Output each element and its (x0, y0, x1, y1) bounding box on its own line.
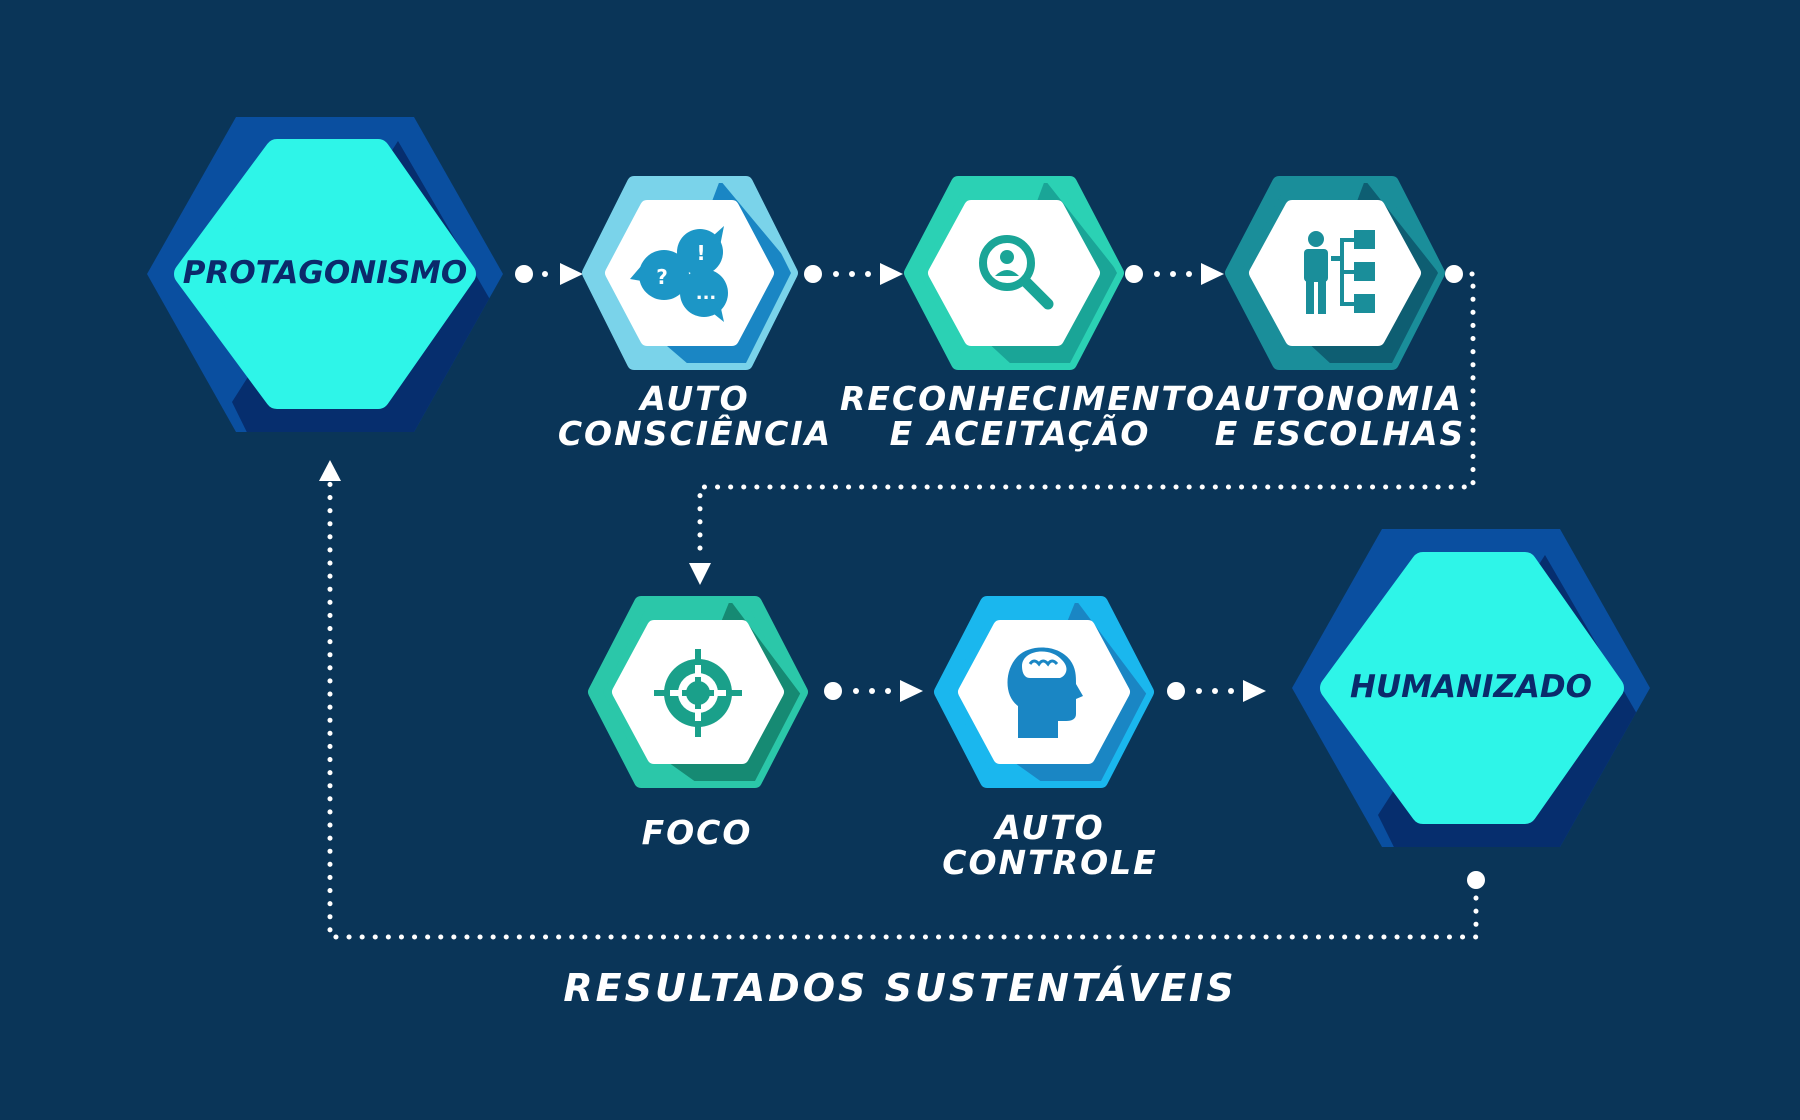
node-humanizado (1292, 529, 1650, 847)
connector-protagonismo-consciencia (515, 263, 583, 285)
connector-foco-controle (824, 680, 923, 702)
reconhecimento-label-line1: RECONHECIMENTO (840, 379, 1217, 418)
svg-text:!: ! (696, 241, 705, 265)
autonomia-label-line2: E ESCOLHAS (1214, 414, 1466, 453)
protagonismo-label: PROTAGONISMO (182, 255, 468, 291)
connector-controle-humanizado (1167, 680, 1266, 702)
svg-text:...: ... (696, 283, 717, 304)
node-foco (588, 596, 808, 788)
auto-controle-label: AUTO CONTROLE (905, 810, 1195, 880)
node-autonomia (1225, 176, 1445, 370)
node-auto-consciencia: ? ! ... (582, 176, 798, 370)
foco-label: FOCO (641, 813, 753, 852)
auto-consciencia-label-line2: CONSCIÊNCIA (557, 414, 833, 453)
node-protagonismo (147, 117, 503, 432)
autonomia-label: AUTONOMIA E ESCOLHAS (1200, 381, 1480, 451)
reconhecimento-label-line2: E ACEITAÇÃO (889, 414, 1151, 453)
connector-consciencia-reconhecimento (804, 263, 903, 285)
connector-autonomia-foco (689, 265, 1476, 585)
magnifier-person-icon (979, 235, 1054, 310)
node-auto-controle (934, 596, 1154, 788)
speech-bubbles-icon: ? ! ... (630, 226, 728, 322)
auto-controle-label-line2: CONTROLE (942, 843, 1158, 882)
auto-consciencia-label: AUTO CONSCIÊNCIA (545, 381, 845, 451)
auto-consciencia-label-line1: AUTO (640, 379, 750, 418)
node-reconhecimento (904, 176, 1124, 370)
connector-feedback-loop (319, 460, 1485, 940)
head-brain-icon (1007, 647, 1083, 738)
connector-lines (319, 263, 1485, 940)
target-crosshair-icon (654, 649, 742, 737)
person-hierarchy-icon (1304, 230, 1375, 314)
connector-reconhecimento-autonomia (1125, 263, 1224, 285)
autonomia-label-line1: AUTONOMIA (1217, 379, 1463, 418)
humanizado-label: HUMANIZADO (1350, 669, 1592, 705)
svg-text:?: ? (656, 265, 668, 289)
loop-label: RESULTADOS SUSTENTÁVEIS (563, 966, 1237, 1010)
auto-controle-label-line1: AUTO (995, 808, 1105, 847)
reconhecimento-label: RECONHECIMENTO E ACEITAÇÃO (840, 379, 1217, 453)
